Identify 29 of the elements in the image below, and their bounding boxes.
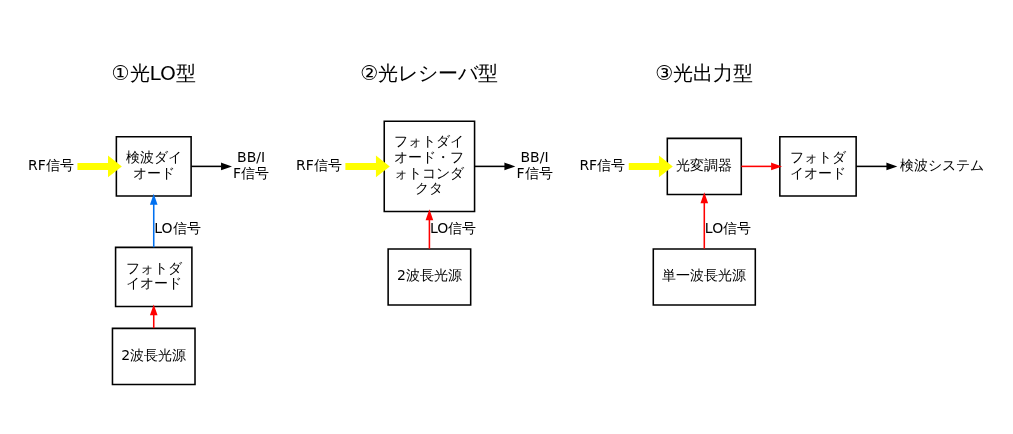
node-text: BB/IF信号 [233, 149, 270, 181]
node-text: 検波システム [899, 156, 984, 173]
node-box: 2波長光源 [111, 327, 196, 386]
arrow [149, 304, 158, 329]
node-text: RF信号 [28, 156, 74, 173]
arrow [740, 162, 783, 171]
arrow [473, 162, 516, 171]
arrow [628, 155, 673, 178]
node-box: フォトダイオード・フォトコンダクタ [383, 120, 476, 213]
arrow [425, 209, 434, 250]
arrow [855, 162, 898, 171]
arrow [700, 192, 709, 250]
node-box: フォトダイオード [779, 136, 857, 197]
node-box: 光変調器 [666, 137, 743, 196]
arrow [149, 193, 158, 249]
label: ②光レシーバ型 [360, 60, 499, 85]
node-text: BB/IF信号 [516, 149, 553, 181]
label: ③光出力型 [655, 60, 754, 85]
arrow [190, 162, 232, 171]
node-box: 検波ダイオード [115, 136, 192, 197]
node-box: 単一波長光源 [652, 248, 757, 306]
edge-label: LO信号 [704, 219, 752, 236]
edge-label: LO信号 [154, 219, 201, 236]
edge-label: LO信号 [429, 219, 477, 236]
node-box: フォトダイオード [114, 246, 193, 308]
node-text: RF信号 [579, 156, 626, 173]
node-text: RF信号 [295, 156, 342, 173]
label: ①光LO型 [111, 60, 197, 85]
node-box: 2波長光源 [387, 248, 472, 306]
